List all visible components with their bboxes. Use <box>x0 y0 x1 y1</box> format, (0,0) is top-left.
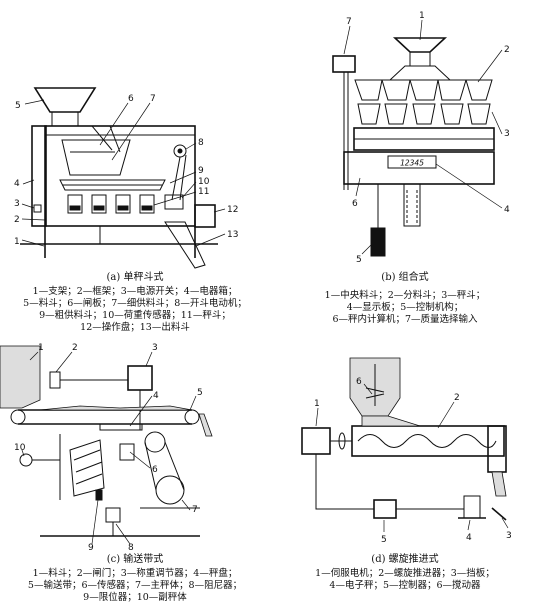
panel-b-legend-line-2: 4—显示板；5—控制机构； <box>346 302 464 313</box>
controller-5 <box>373 499 397 519</box>
frame-2 <box>44 125 196 227</box>
label-6: 6 <box>352 199 358 209</box>
label-4: 4 <box>14 179 20 189</box>
hopper-neck <box>51 111 79 127</box>
label-6: 6 <box>128 94 134 104</box>
label-9: 9 <box>88 543 94 552</box>
label-6: 6 <box>152 465 158 475</box>
sensor-6 <box>119 443 135 461</box>
panel-a-legend-line-2: 5—料斗；6—闸板；7—细供料斗；8—开斗电动机； <box>23 298 247 309</box>
weight-select-input-7 <box>332 55 356 73</box>
label-11: 11 <box>198 187 209 197</box>
panel-c-title: (c) 输送带式 <box>106 554 164 565</box>
display-readout: 12345 <box>400 159 424 168</box>
servo-motor-1 <box>301 427 331 455</box>
panel-a-legend-line-3: 9—粗供料斗；10—荷重传感器；11—秤斗； <box>39 310 231 321</box>
label-4: 4 <box>504 205 510 215</box>
central-hopper-1 <box>392 37 448 53</box>
panel-c-legend-line-2: 5—输送带；6—传感器；7—主秤体；8—阻尼器； <box>27 580 243 591</box>
weigh-buckets-3 <box>357 103 491 125</box>
panel-c-legend-line-1: 1—料斗；2—闸门；3—称重调节器；4—秤盘； <box>32 568 238 579</box>
baffle-3 <box>491 507 507 521</box>
label-3: 3 <box>152 343 158 353</box>
electric-box-4 <box>31 125 47 227</box>
feed-hopper-1 <box>0 345 41 409</box>
gate-2 <box>49 371 61 389</box>
label-9: 9 <box>198 166 204 176</box>
label-12: 12 <box>227 205 238 215</box>
label-7: 7 <box>192 505 198 515</box>
damper-8 <box>105 507 121 523</box>
panel-screw-feeder: 1 6 2 3 4 5 (d) 螺旋推进式 1—伺服电机；2—螺旋推进器；3—挡… <box>270 340 540 607</box>
combination-drawing: 12345 7 1 2 3 4 6 5 <box>332 11 510 265</box>
panel-b-title: (b) 组合式 <box>381 272 429 283</box>
power-switch-3 <box>33 204 42 213</box>
panel-a-title: (a) 单秤斗式 <box>106 272 164 283</box>
label-1: 1 <box>14 237 20 247</box>
screw-feeder-drawing: 1 6 2 3 4 5 <box>301 357 512 545</box>
control-panel-12 <box>194 204 216 228</box>
panel-b-legend-line-3: 6—秤内计算机；7—质量选择输入 <box>332 314 478 325</box>
coarse-feed-9 <box>59 179 166 191</box>
electronic-scale-4 <box>463 495 481 519</box>
agitator-6 <box>365 364 385 406</box>
conveyor-drawing: 1 2 3 4 5 6 7 8 9 10 <box>0 343 213 552</box>
label-2: 2 <box>504 45 510 55</box>
label-4: 4 <box>153 391 159 401</box>
panel-d-title: (d) 螺旋推进式 <box>371 554 439 565</box>
panel-c-legend-line-3: 9—限位器；10—副秤体 <box>83 592 187 603</box>
panel-d-legend-line-2: 4—电子秤；5—控制器；6—搅动器 <box>329 580 481 591</box>
label-2: 2 <box>72 343 78 353</box>
label-1: 1 <box>38 343 44 353</box>
label-10: 10 <box>198 177 210 187</box>
label-7: 7 <box>150 94 156 104</box>
conveyor-belt-5 <box>10 405 213 437</box>
label-5: 5 <box>356 255 362 265</box>
display-panel-4 <box>387 155 437 169</box>
panel-b-legend-line-1: 1—中央料斗；2—分料斗；3—秤斗； <box>324 290 486 301</box>
screw-conveyor-2 <box>351 415 505 457</box>
panel-conveyor: 1 2 3 4 5 6 7 8 9 10 (c) 输送带式 1—料斗；2—闸门；… <box>0 340 270 607</box>
label-8: 8 <box>128 543 134 552</box>
feed-buckets-2 <box>354 79 493 101</box>
label-1: 1 <box>314 399 320 409</box>
hopper-5 <box>33 87 97 113</box>
label-2: 2 <box>454 393 460 403</box>
label-4: 4 <box>466 533 472 543</box>
limiter-9 <box>95 489 103 501</box>
fine-feed-hopper-7 <box>61 139 131 176</box>
discharge-chute-13 <box>164 221 206 269</box>
panel-a-legend-line-1: 1—支架；2—框架；3—电源开关；4—电器箱； <box>32 286 238 297</box>
label-3: 3 <box>14 199 20 209</box>
weigh-pans-11 <box>67 194 155 214</box>
label-5: 5 <box>197 388 203 398</box>
label-1: 1 <box>419 11 425 21</box>
panel-single-hopper: 5 6 7 8 9 10 11 12 13 4 3 2 1 (a) 单秤斗式 1… <box>0 0 270 340</box>
label-10: 10 <box>14 443 26 453</box>
label-6: 6 <box>356 377 362 387</box>
weight-adjuster-3 <box>127 365 153 391</box>
label-13: 13 <box>227 230 238 240</box>
sub-scale-body-10 <box>19 434 105 500</box>
panel-a-legend-line-4: 12—操作盘；13—出料斗 <box>80 322 190 333</box>
label-8: 8 <box>198 138 204 148</box>
main-scale-body-7 <box>140 431 200 509</box>
single-hopper-drawing: 5 6 7 8 9 10 11 12 13 4 3 2 1 <box>14 87 238 269</box>
control-mechanism-5 <box>370 227 386 257</box>
panel-d-legend-line-1: 1—伺服电机；2—螺旋推进器；3—挡板； <box>315 568 495 579</box>
label-5: 5 <box>381 535 387 545</box>
label-3: 3 <box>506 531 512 541</box>
panel-combination: 12345 7 1 2 3 4 6 5 (b) 组合式 1—中央料斗；2—分料斗… <box>270 0 540 340</box>
load-cell-10 <box>164 194 184 210</box>
label-5: 5 <box>15 101 21 111</box>
label-3: 3 <box>504 129 510 139</box>
label-7: 7 <box>346 17 352 27</box>
label-2: 2 <box>14 215 20 225</box>
weigh-pan-4 <box>99 423 143 431</box>
